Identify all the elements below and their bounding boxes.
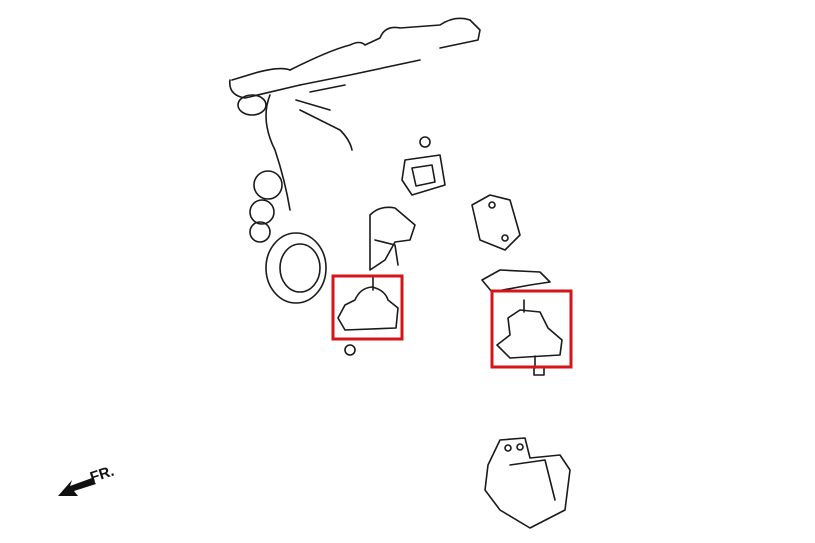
- bracket-upper-left: [369, 136, 446, 271]
- engine-mount-right: [496, 299, 563, 376]
- transmission-mount: [484, 437, 571, 529]
- highlight-box-left-mount: [331, 274, 404, 341]
- highlight-box-right-mount: [490, 289, 573, 369]
- engine-mount-left: [337, 276, 399, 356]
- engine-block: [228, 17, 481, 304]
- front-direction-arrow-icon: [58, 478, 96, 496]
- bracket-upper-right: [471, 194, 551, 293]
